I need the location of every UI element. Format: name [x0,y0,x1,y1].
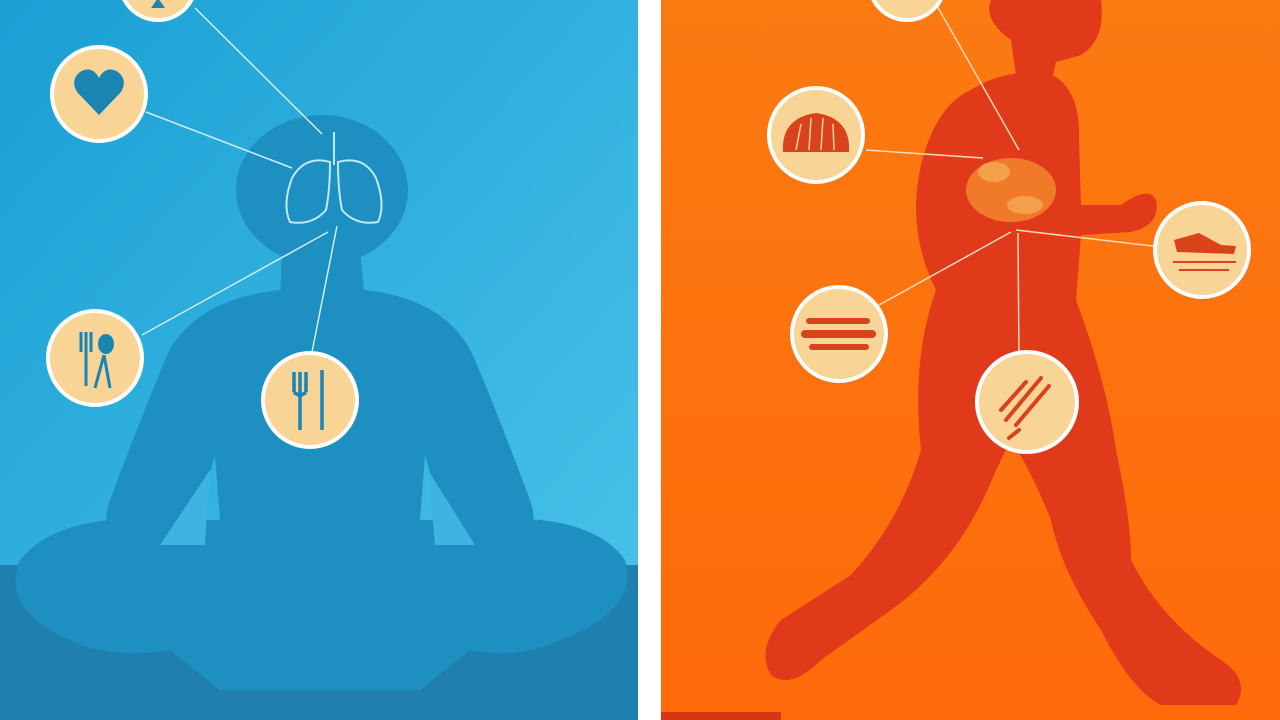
lungs-icon [285,132,383,224]
muscle-icon [999,376,1051,440]
connector-lines [865,3,1162,361]
arm-gaps [160,470,475,545]
panel-divider [638,0,661,720]
callout-top [122,0,194,22]
ground-strip [661,712,781,720]
callout-brain [767,86,865,184]
callout-muscle [975,350,1079,454]
callout-food [790,285,888,383]
callout-shoe [1153,201,1251,299]
food-icon [801,318,876,350]
shoe-icon [1174,233,1236,254]
brain-icon [782,113,850,152]
fork-knife-icon [292,370,324,430]
stomach-organ [966,158,1056,222]
connector-lines [141,7,338,353]
fork-spoon-icon [79,332,112,389]
meditation-panel [0,0,638,720]
meditation-illustration [0,0,638,720]
running-panel [661,0,1280,720]
callout-heart [50,45,148,143]
callout-fork-knife [261,351,359,449]
running-illustration [661,0,1280,720]
heart-icon [74,69,124,115]
callout-top [871,0,943,22]
callout-fork-spoon [46,309,144,407]
